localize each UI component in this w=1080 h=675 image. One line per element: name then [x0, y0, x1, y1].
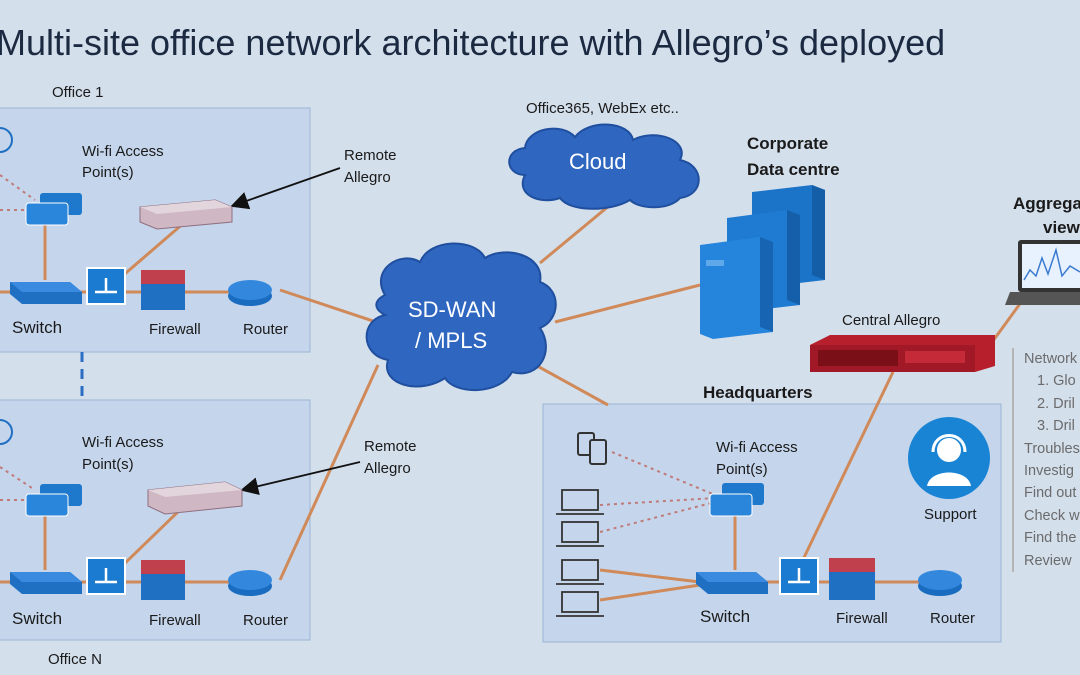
- office1-wifi-label-1: Wi-fi Access: [82, 143, 164, 160]
- hq-tablet-icon: [577, 432, 607, 465]
- step-item: 1. Glo: [1037, 373, 1076, 390]
- officeN-firewall-label: Firewall: [149, 612, 201, 629]
- remote-allegro-arrow-1: [230, 167, 341, 210]
- step-item: 3. Dril: [1037, 418, 1075, 435]
- office1-panel: [0, 107, 311, 353]
- remote-allegro-office1-icon: [139, 199, 233, 230]
- office1-name: Office 1: [52, 84, 104, 101]
- step-item: Network: [1024, 351, 1078, 367]
- cloud-label: Cloud: [569, 149, 627, 174]
- datacentre-label-2: Data centre: [747, 160, 840, 179]
- hq-laptop-icons: [556, 489, 604, 617]
- officeN-wifi-client-icon: [0, 419, 13, 445]
- officeN-name: Office N: [48, 651, 102, 668]
- office1-access-point-icon: [25, 193, 82, 226]
- hq-router-icon: [918, 570, 962, 596]
- hq-wifi-label-2: Point(s): [716, 461, 768, 478]
- office1-router-icon: [228, 280, 272, 306]
- office1-allegro-tap-icon: [86, 267, 126, 305]
- office1-router-label: Router: [243, 321, 289, 338]
- step-item: Check w: [1024, 507, 1080, 524]
- hq-firewall-label: Firewall: [836, 610, 888, 627]
- officeN-router-icon: [228, 570, 272, 596]
- officeN-wifi-label-2: Point(s): [82, 456, 134, 473]
- hq-access-point-icon: [709, 483, 764, 517]
- hq-router-label: Router: [930, 610, 976, 627]
- hq-switch-label: Switch: [700, 607, 751, 626]
- office1-firewall-label: Firewall: [149, 321, 201, 338]
- officeN-firewall-icon: [141, 560, 185, 600]
- step-item: 2. Dril: [1037, 395, 1075, 412]
- hq-support-label: Support: [924, 506, 977, 523]
- office1-switch-label: Switch: [12, 318, 63, 337]
- cloud-icon: [508, 123, 700, 210]
- aggregated-view-label-1: Aggrega: [1013, 194, 1080, 213]
- data-centre-servers-icon: [700, 185, 825, 339]
- office1-firewall-icon: [141, 270, 185, 310]
- step-item: Investig: [1024, 463, 1074, 480]
- officeN-switch-icon: [10, 572, 82, 594]
- step-item: Find the: [1024, 530, 1077, 547]
- hq-title: Headquarters: [703, 383, 813, 402]
- central-allegro-appliance-icon: [810, 335, 995, 372]
- hq-allegro-tap-icon: [779, 557, 819, 595]
- officeN-allegro-tap-icon: [86, 557, 126, 595]
- wan-label-1: SD-WAN: [408, 297, 497, 322]
- officeN-remote-label-2: Allegro: [364, 460, 411, 477]
- remote-allegro-arrow-n: [240, 461, 361, 496]
- officeN-router-label: Router: [243, 612, 289, 629]
- page-title: Multi-site office network architecture w…: [0, 22, 946, 63]
- workflow-steps-list: Network 1. Glo 2. Dril 3. Dril Troubles …: [1012, 348, 1080, 573]
- officeN-access-point-icon: [25, 484, 82, 517]
- step-item: Find out: [1024, 485, 1077, 502]
- step-item: Review: [1024, 552, 1072, 569]
- office1-wifi-label-2: Point(s): [82, 164, 134, 181]
- wireless-links: [0, 174, 716, 533]
- hq-switch-icon: [696, 572, 768, 594]
- step-item: Troubles: [1024, 440, 1080, 457]
- cloud-caption: Office365, WebEx etc..: [526, 100, 679, 117]
- sdwan-cloud-icon: [365, 242, 557, 391]
- remote-allegro-officeN-icon: [147, 481, 243, 515]
- officeN-wifi-label-1: Wi-fi Access: [82, 434, 164, 451]
- datacentre-label-1: Corporate: [747, 134, 829, 153]
- office1-wifi-client-icon: [0, 127, 13, 153]
- aggregated-view-laptop-icon: [1005, 240, 1080, 305]
- hq-firewall-icon: [829, 558, 875, 600]
- office1-remote-label-2: Allegro: [344, 169, 391, 186]
- officeN-remote-label-1: Remote: [364, 438, 417, 455]
- wan-label-2: / MPLS: [415, 328, 488, 353]
- officeN-switch-label: Switch: [12, 609, 63, 628]
- support-headset-icon: [908, 417, 990, 499]
- office1-remote-label-1: Remote: [344, 147, 397, 164]
- central-allegro-label: Central Allegro: [842, 312, 941, 329]
- office1-switch-icon: [10, 282, 82, 304]
- aggregated-view-label-2: view: [1043, 218, 1080, 237]
- hq-wifi-label-1: Wi-fi Access: [716, 439, 798, 456]
